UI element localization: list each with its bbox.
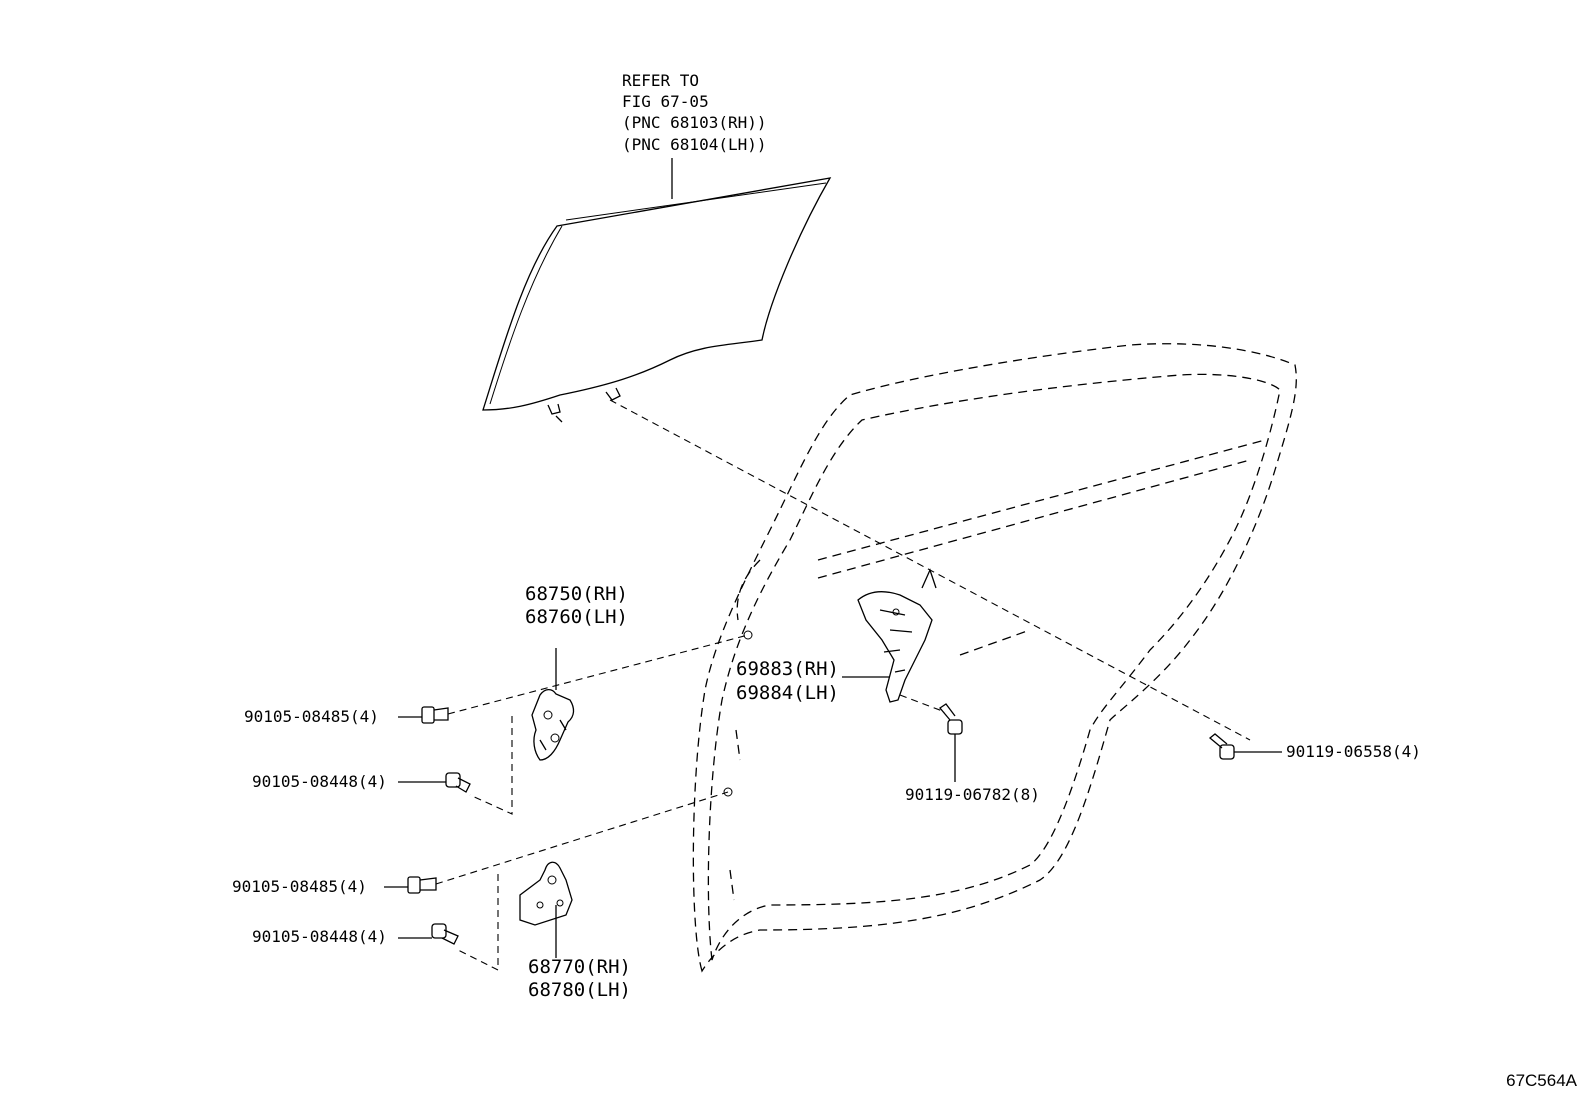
upper-hinge-lh-label: 68760(LH) (525, 606, 628, 628)
lower-hinge-lh-label: 68780(LH) (528, 979, 631, 1001)
lower-hinge-rh-label: 68770(RH) (528, 956, 631, 978)
door-check-lh-label: 69884(LH) (736, 682, 839, 704)
lower-hinge (519, 861, 573, 926)
bolt-leaders (384, 716, 1282, 939)
assembly-lines (435, 399, 1251, 971)
figure-id: 67C564A (1506, 1071, 1578, 1090)
rear-door-outline (692, 343, 1297, 973)
bolt-check-label: 90119-06782(8) (905, 785, 1040, 804)
door-check (857, 568, 937, 703)
reference-line-4: (PNC 68104(LH)) (622, 135, 767, 154)
reference-line-1: REFER TO (622, 71, 699, 90)
upper-hinge (531, 688, 575, 761)
glass-reference-label: REFER TO FIG 67-05 (PNC 68103(RH)) (PNC … (622, 71, 767, 154)
upper-hinge-rh-label: 68750(RH) (525, 583, 628, 605)
bolt-upper-2-label: 90105-08448(4) (252, 772, 387, 791)
reference-line-2: FIG 67-05 (622, 92, 709, 111)
bolt-upper-1-label: 90105-08485(4) (244, 707, 379, 726)
reference-line-3: (PNC 68103(RH)) (622, 113, 767, 132)
door-check-rh-label: 69883(RH) (736, 658, 839, 680)
bolt-door-label: 90119-06558(4) (1286, 742, 1421, 761)
bolt-lower-1-label: 90105-08485(4) (232, 877, 367, 896)
bolt-lower-2-label: 90105-08448(4) (252, 927, 387, 946)
door-glass (482, 177, 832, 423)
